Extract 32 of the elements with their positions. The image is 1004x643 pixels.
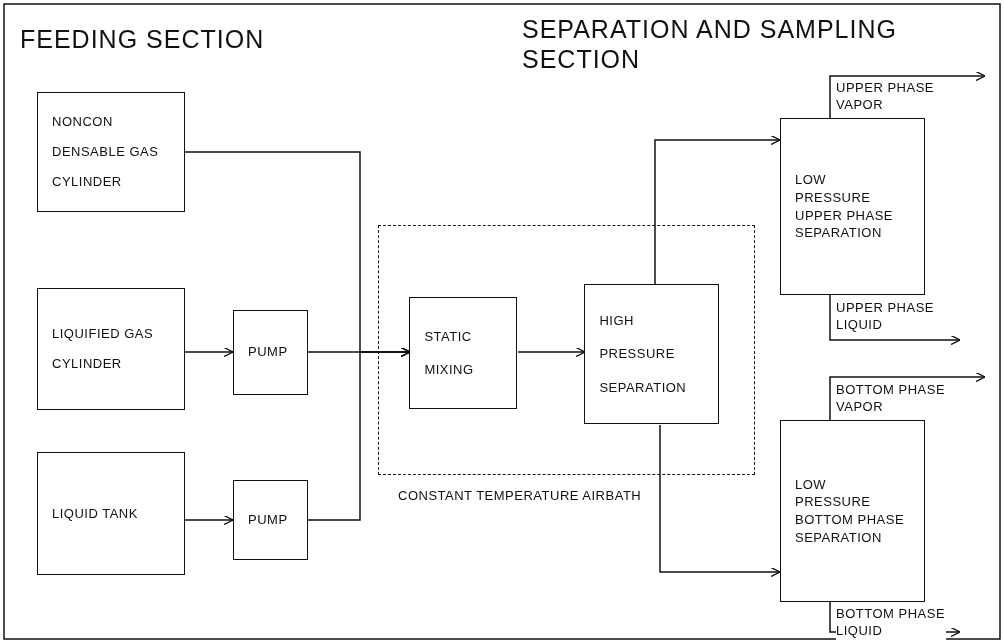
box-label: LIQUIFIED GAS CYLINDER xyxy=(51,325,155,373)
section-heading: SEPARATION AND SAMPLING SECTION xyxy=(522,14,898,74)
flow-arrow xyxy=(829,371,986,421)
dashed-enclosure xyxy=(378,225,755,475)
flow-arrow xyxy=(829,70,986,119)
box-label: NONCON DENSABLE GAS CYLINDER xyxy=(51,113,160,191)
flow-arrow xyxy=(659,424,781,578)
process-box xyxy=(780,420,925,602)
process-box xyxy=(584,284,720,425)
flow-arrow xyxy=(184,514,234,526)
flow-arrow xyxy=(829,294,961,346)
process-box xyxy=(780,118,925,295)
enclosure-caption: CONSTANT TEMPERATURE AIRBATH xyxy=(398,488,643,505)
process-box xyxy=(409,297,518,410)
box-label: LIQUID TANK xyxy=(51,504,139,523)
box-label: STATIC MIXING xyxy=(423,327,475,380)
flow-arrow xyxy=(517,346,586,358)
flow-arrow xyxy=(654,134,781,286)
box-label: PUMP xyxy=(247,511,289,529)
process-box xyxy=(233,310,308,395)
flow-arrow xyxy=(307,346,411,521)
box-label: LOW PRESSURE UPPER PHASE SEPARATION xyxy=(794,171,894,242)
process-box xyxy=(233,480,308,560)
process-box xyxy=(37,92,185,212)
box-label: LOW PRESSURE BOTTOM PHASE SEPARATION xyxy=(794,475,905,547)
section-heading: FEEDING SECTION xyxy=(20,24,266,54)
process-box xyxy=(37,452,185,575)
flow-arrow xyxy=(184,346,234,358)
edge-label: BOTTOM PHASE LIQUID xyxy=(836,606,946,640)
process-box xyxy=(37,288,185,410)
box-label: HIGH PRESSURE SEPARATION xyxy=(598,311,688,398)
box-label: PUMP xyxy=(247,344,289,361)
